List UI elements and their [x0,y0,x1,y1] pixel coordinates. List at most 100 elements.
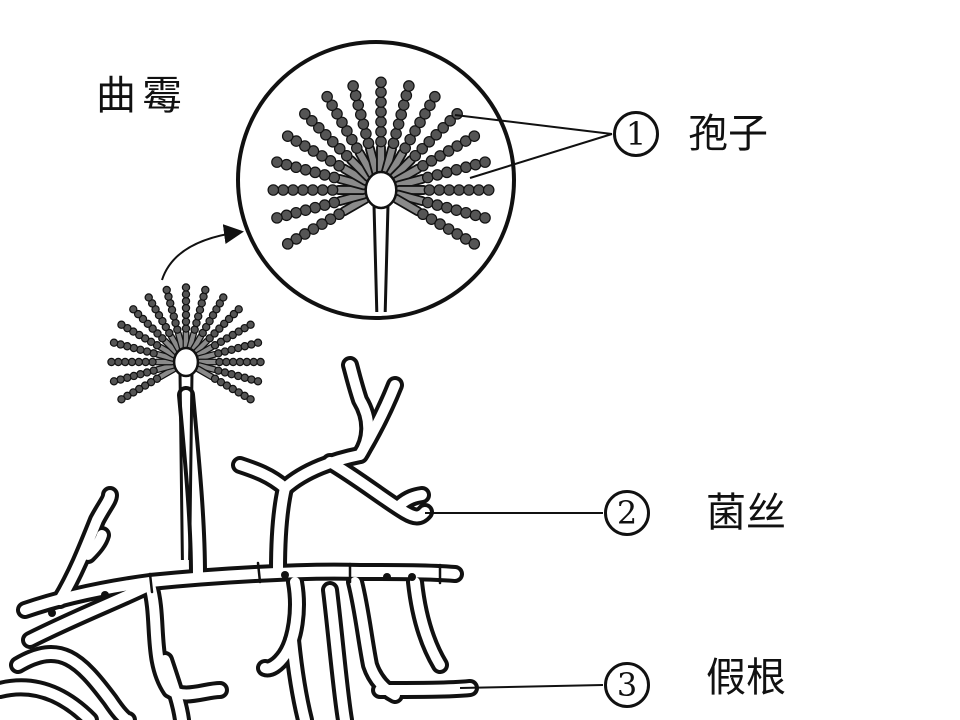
label-rhizoid: 假根 [706,655,786,701]
sterigma [197,352,217,361]
spore [138,314,148,324]
sterigma [158,366,177,379]
spore [267,184,280,196]
spore [425,155,438,167]
spore [441,166,453,179]
sterigma [341,165,369,185]
spore [328,196,341,209]
sterigma [393,195,421,215]
spore [253,338,263,347]
spore [423,184,436,196]
spore [148,324,157,333]
spore [397,99,410,111]
spore [429,90,441,103]
spore [318,169,331,181]
spore [299,163,312,176]
spore [127,357,137,367]
spore [228,357,238,367]
spore [451,140,463,152]
spore [433,184,446,196]
spore [387,137,400,150]
spore [468,238,481,250]
spore [430,128,443,141]
spore [326,99,338,112]
spore [375,106,387,118]
spore [306,115,318,127]
spore [215,357,224,367]
sterigma [195,345,214,358]
sterigma [197,363,217,372]
conidiophore-stalk [372,204,390,313]
spore [143,319,152,328]
label-number-3: 3 [604,662,650,708]
spore [253,377,263,386]
spore [316,218,328,230]
spore [281,130,294,142]
spore [326,135,339,148]
spore [117,320,126,329]
sterigma [158,345,177,358]
spore [324,213,337,225]
spore [375,86,387,98]
spore [442,145,455,157]
spore [437,122,449,134]
spore [318,199,331,211]
spore [399,142,412,154]
mycelium [0,356,479,720]
sterigma [169,334,182,353]
spore [181,296,191,306]
spore [215,324,224,333]
spore [395,108,408,121]
hyphae-outline [0,356,479,720]
label-number-1: 1 [613,111,659,157]
spore [403,80,415,92]
spore [444,115,456,127]
spore [271,212,283,224]
spore [281,238,294,250]
spore [246,395,255,404]
sterigma [163,339,179,355]
spore [148,357,157,367]
spore [277,184,289,196]
large-conidial-head [267,76,495,313]
nuclei [48,571,416,617]
spore [451,108,463,120]
spore [468,130,481,142]
spore [354,108,367,121]
small-conidial-head [107,283,265,561]
spore [460,206,472,219]
sterigma [190,334,203,353]
spore [321,90,333,103]
sterigma [176,331,185,351]
spore [419,108,431,120]
spore [205,334,214,343]
sterigma [386,150,406,178]
spore [416,142,429,155]
spore [220,319,229,328]
spore [434,150,446,162]
sterigma [187,331,196,351]
spore [346,133,358,146]
spore [421,196,434,209]
spore [404,133,416,146]
vesicle [364,170,398,210]
spore [336,116,348,129]
sterigma [155,352,175,361]
spore [299,108,311,120]
spore [409,149,422,162]
spore [134,357,144,367]
spore [390,127,402,140]
spore [181,283,191,292]
sterigma [336,191,367,205]
spore [463,184,475,196]
vesicle [172,346,200,378]
sterigma [155,363,175,372]
spore [352,99,365,111]
diagram-title: 曲霉 [96,73,188,119]
spore [333,208,345,221]
sterigma [356,150,376,178]
spore [290,161,302,174]
spore [417,159,429,172]
spore [181,310,191,320]
